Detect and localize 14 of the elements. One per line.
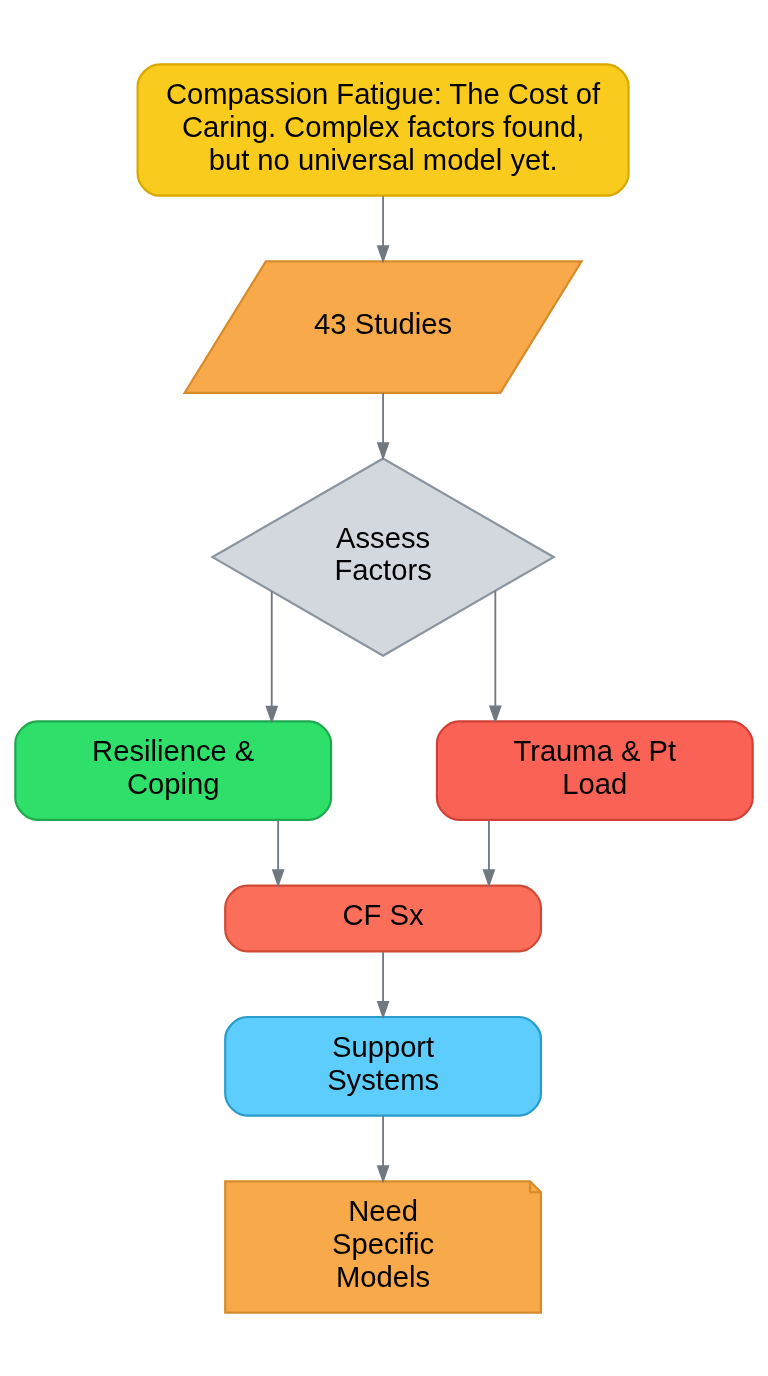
arrow	[482, 819, 496, 888]
arrow	[488, 589, 502, 724]
arrow	[376, 1114, 390, 1183]
node-diamond: Assess Factors	[210, 456, 556, 657]
arrow	[376, 194, 390, 264]
node-box: Trauma & Pt Load	[435, 719, 754, 821]
arrow	[376, 391, 390, 460]
node-box: Support Systems	[224, 1015, 543, 1117]
node-box: Compassion Fatigue: The Cost of Caring. Complex factors found, but no universal model yet.	[136, 62, 630, 197]
node-box: Resilience & Coping	[14, 719, 333, 821]
arrow	[271, 819, 285, 888]
arrow	[265, 590, 279, 724]
node-box: CF Sx	[224, 884, 543, 952]
arrow	[376, 950, 390, 1019]
